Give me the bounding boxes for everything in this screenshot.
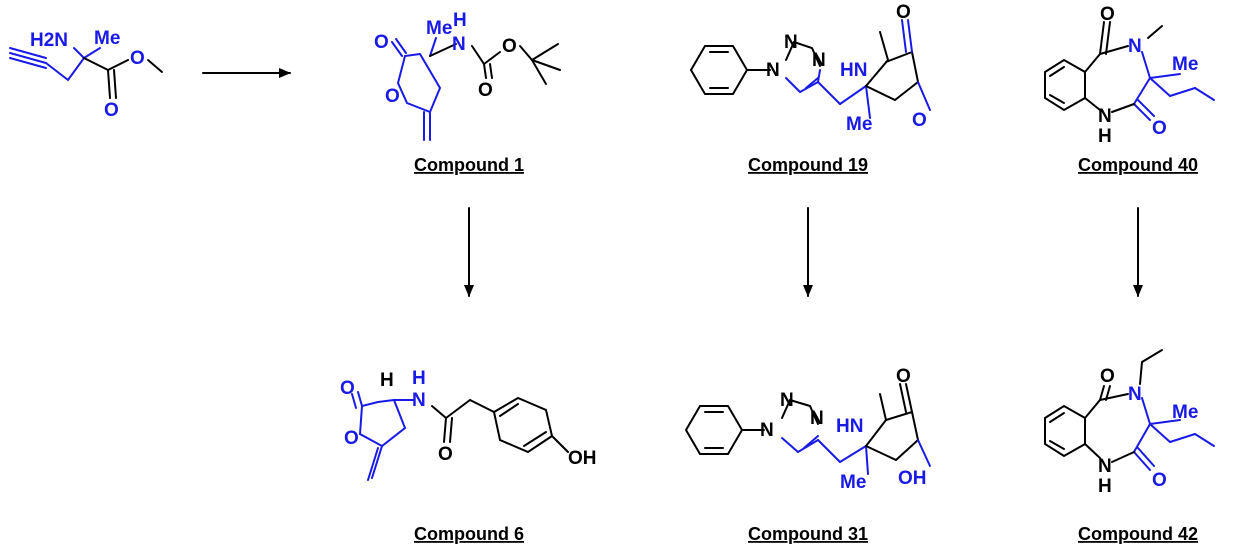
c1-h: H: [453, 10, 467, 31]
c6-h: H: [380, 370, 394, 391]
c6-hydroxyl: OH: [568, 448, 597, 469]
c40-nh-h: H: [1098, 126, 1112, 147]
compound-19-structure: N N N HN O O Me: [689, 2, 931, 135]
compound-40-label: Compound 40: [1078, 155, 1198, 175]
compound-42-label: Compound 42: [1078, 524, 1198, 544]
c42-nh-h: H: [1098, 476, 1112, 497]
c1-ester-o: O: [502, 36, 517, 57]
c6-lactone-o: O: [340, 378, 355, 399]
c19-o-top: O: [896, 2, 911, 23]
c6-amide-o: O: [438, 444, 453, 465]
compound-1-label: Compound 1: [414, 155, 524, 175]
c1-lactone-o: O: [374, 32, 389, 53]
compound-40-structure: O N Me N H O: [1044, 4, 1215, 147]
methyl-label: Me: [94, 28, 120, 49]
compound-31-structure: N N N HN O OH Me: [684, 366, 931, 493]
c42-o-top: O: [1100, 366, 1115, 387]
compound-42-structure: O N Me N H O: [1044, 349, 1215, 497]
c42-n: N: [1128, 384, 1142, 405]
c31-n1: N: [760, 420, 774, 441]
carbonyl-o-label: O: [104, 100, 119, 121]
c42-o-amide: O: [1152, 470, 1167, 491]
c31-hn: HN: [836, 416, 863, 437]
starting-material: H2N Me O O: [9, 28, 163, 121]
c6-h-n: H: [412, 368, 426, 389]
compound-6-label: Compound 6: [414, 524, 524, 544]
c1-n: N: [452, 34, 466, 55]
c19-hn: HN: [840, 60, 867, 81]
c1-ring-o: O: [385, 86, 400, 107]
c1-methyl: Me: [426, 18, 452, 39]
c40-nh-n: N: [1098, 106, 1112, 127]
c19-methyl: Me: [846, 114, 872, 135]
c31-methyl: Me: [840, 472, 866, 493]
c31-n2: N: [780, 390, 794, 411]
c19-o-ketone: O: [912, 110, 927, 131]
c19-n3: N: [812, 50, 826, 71]
c6-ring-o: O: [344, 428, 359, 449]
c42-methyl: Me: [1172, 402, 1198, 423]
c19-n1: N: [766, 60, 780, 81]
c31-n3: N: [810, 408, 824, 429]
c1-carbamate-o: O: [478, 80, 493, 101]
compound-6-structure: O O H H N O OH: [340, 368, 597, 481]
compound-31-label: Compound 31: [748, 524, 868, 544]
c31-o-top: O: [896, 366, 911, 387]
c40-o-top: O: [1100, 4, 1115, 25]
c40-n: N: [1128, 36, 1142, 57]
c31-hydroxyl: OH: [898, 468, 927, 489]
c42-nh-n: N: [1098, 456, 1112, 477]
amine-label: H2N: [30, 30, 68, 51]
c40-methyl: Me: [1172, 54, 1198, 75]
compound-1-structure: O O Me H N O O: [374, 10, 561, 141]
compound-19-label: Compound 19: [748, 155, 868, 175]
c40-o-amide: O: [1152, 118, 1167, 139]
ester-o-label: O: [130, 48, 145, 69]
c6-n: N: [412, 390, 426, 411]
c19-n2: N: [784, 32, 798, 53]
